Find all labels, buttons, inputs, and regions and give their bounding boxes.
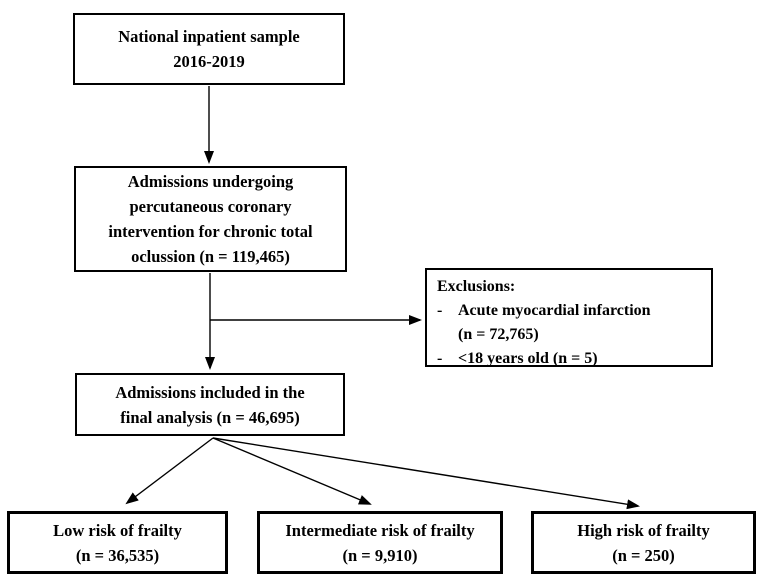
node-text-line: High risk of frailty (577, 520, 710, 540)
node-national-inpatient-sample: National inpatient sample 2016-2019 (73, 13, 345, 85)
node-text-line: percutaneous coronary (129, 197, 292, 216)
exclusion-item-marker: - (437, 350, 443, 367)
node-high-risk-frailty: High risk of frailty (n = 250) (531, 511, 756, 574)
arrow-final-to-intermediate (212, 437, 372, 505)
node-text-line: (n = 36,535) (75, 545, 160, 565)
arrow-final-to-high (212, 437, 640, 510)
exclusion-item-text: <18 years old (n = 5) (458, 347, 705, 371)
node-intermediate-risk-frailty: Intermediate risk of frailty (n = 9,910) (257, 511, 503, 574)
exclusions-title: Exclusions: (437, 278, 516, 295)
exclusion-item-marker: - (437, 302, 443, 319)
node-text-line: (n = 250) (612, 545, 675, 565)
node-text-line: final analysis (n = 46,695) (120, 407, 300, 427)
node-text-line: Admissions included in the (115, 382, 305, 402)
exclusion-item: - <18 years old (n = 5) (437, 347, 705, 371)
node-text-line: Intermediate risk of frailty (285, 520, 475, 540)
node-text-line: Admissions undergoing (127, 172, 294, 191)
node-pci-admissions: Admissions undergoing percutaneous coron… (74, 166, 347, 272)
node-text-line: Low risk of frailty (53, 520, 182, 540)
node-text-line: (n = 72,765) (458, 326, 539, 343)
node-text-line: intervention for chronic total (108, 222, 313, 241)
node-text-line: National inpatient sample (118, 27, 300, 46)
exclusion-item-text: Acute myocardial infarction (n = 72,765) (458, 299, 705, 347)
node-text-line: 2016-2019 (173, 52, 245, 71)
node-exclusions: Exclusions: - Acute myocardial infarctio… (425, 268, 713, 367)
node-text-line: oclussion (n = 119,465) (131, 247, 290, 266)
node-final-analysis: Admissions included in the final analysi… (75, 373, 345, 436)
node-text-line: (n = 9,910) (342, 545, 418, 565)
node-text-line: <18 years old (n = 5) (458, 350, 598, 367)
arrow-final-to-low (125, 437, 214, 505)
node-text-line: Acute myocardial infarction (458, 302, 651, 319)
exclusion-item: - Acute myocardial infarction (n = 72,76… (437, 299, 705, 347)
node-low-risk-frailty: Low risk of frailty (n = 36,535) (7, 511, 228, 574)
